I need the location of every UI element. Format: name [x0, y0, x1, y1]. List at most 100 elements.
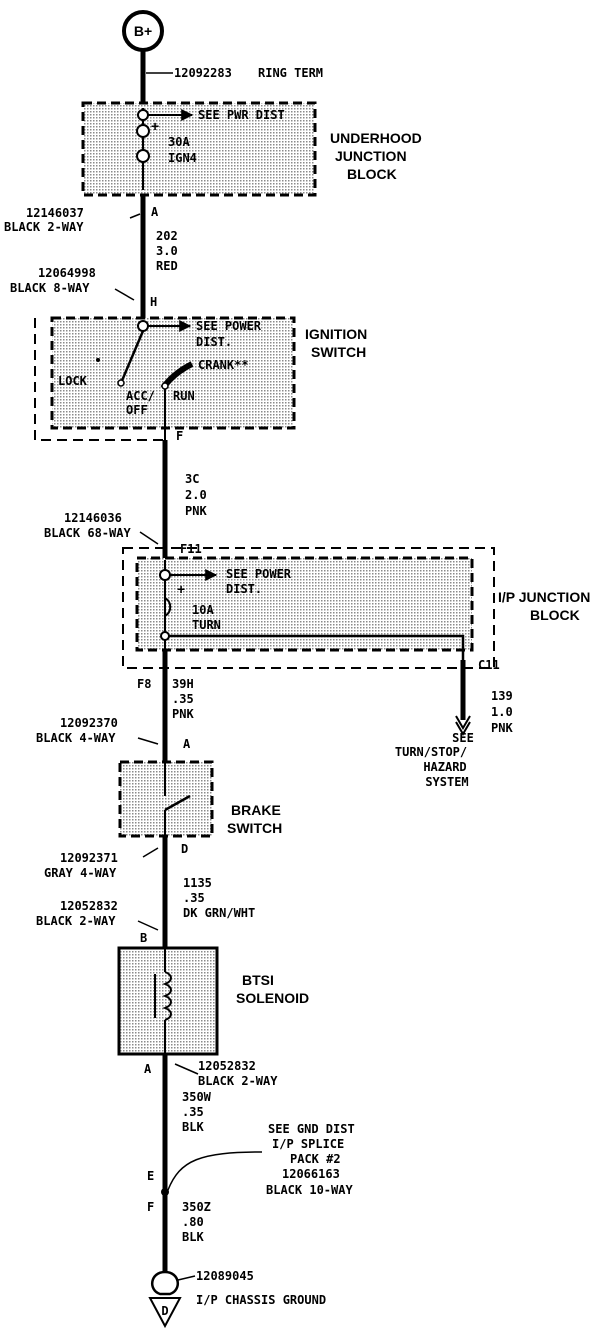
wire-3c-circuit: 3C [185, 472, 199, 486]
wire-350w-color: BLK [182, 1120, 204, 1134]
conn-f11-desc: BLACK 68-WAY [44, 526, 131, 540]
underhood-title-2: JUNCTION [335, 148, 407, 164]
see-turn-1: SEE [452, 731, 474, 745]
conn-b-part: 12052832 [60, 899, 118, 913]
wire-202-circuit: 202 [156, 229, 178, 243]
ip-pin-c11: C11 [478, 658, 500, 672]
wire-39h-color: PNK [172, 707, 194, 721]
wire-139-size: 1.0 [491, 705, 513, 719]
ground-label: I/P CHASSIS GROUND [196, 1293, 326, 1307]
ip-turn-node-icon [160, 631, 170, 641]
wire-3c-size: 2.0 [185, 488, 207, 502]
fuse-30a-icon [136, 124, 150, 138]
see-turn-3: HAZARD [423, 760, 466, 774]
splice-leader [167, 1151, 263, 1191]
ignition-run-label: RUN [173, 389, 195, 403]
ignition-lock-label: LOCK [58, 374, 88, 388]
conn-sol-a-pin: A [144, 1062, 152, 1076]
ip-see-2: DIST. [226, 582, 262, 596]
ip-see-1: SEE POWER [226, 567, 292, 581]
conn-brake-d-part: 12092371 [60, 851, 118, 865]
underhood-junction-block [81, 101, 317, 197]
ignition-title-1: IGNITION [305, 326, 367, 342]
conn-h-leader [114, 288, 135, 301]
wire-350z-color: BLK [182, 1230, 204, 1244]
wire-1135-circuit: 1135 [183, 876, 212, 890]
wire-350z-circuit: 350Z [182, 1200, 211, 1214]
conn-a1-part: 12146037 [26, 206, 84, 220]
underhood-title-1: UNDERHOOD [330, 130, 422, 146]
conn-a1-desc: BLACK 2-WAY [4, 220, 84, 234]
conn-brake-d-leader [142, 847, 159, 858]
conn-h-part: 12064998 [38, 266, 96, 280]
splice-pin-e: E [147, 1169, 154, 1183]
ip-pin-f8: F8 [137, 677, 151, 691]
conn-b-desc: BLACK 2-WAY [36, 914, 116, 928]
ignition-node-icon [137, 320, 149, 332]
wire-350z-size: .80 [182, 1215, 204, 1229]
ignition-switch-arm [119, 330, 145, 384]
wire-202-size: 3.0 [156, 244, 178, 258]
ignition-run-contact-icon [161, 382, 169, 390]
ignition-lock-contact-icon [96, 358, 100, 362]
ground-symbol-letter: D [161, 1304, 168, 1318]
ring-term-label: RING TERM [258, 66, 323, 80]
ignition-acc-label: ACC/ [126, 389, 155, 403]
ground-symbol-icon [148, 1297, 182, 1329]
brake-title-1: BRAKE [231, 802, 281, 818]
ip-node-icon [159, 569, 171, 581]
conn-brake-d-desc: GRAY 4-WAY [44, 866, 117, 880]
see-turn-2: TURN/STOP/ [395, 745, 467, 759]
ip-turn-branch [169, 634, 465, 660]
ignition-crank-label: CRANK** [198, 358, 249, 372]
btsi-title-1: BTSI [242, 972, 274, 988]
ground-part-leader [177, 1275, 196, 1281]
splice-line-2: I/P SPLICE [272, 1137, 344, 1151]
underhood-see-text: SEE PWR DIST [198, 108, 285, 122]
wire-39h-circuit: 39H [172, 677, 194, 691]
conn-b-leader [137, 920, 159, 931]
ip-junction-block [135, 556, 474, 652]
wire-3c-color: PNK [185, 504, 207, 518]
conn-brake-a-pin: A [183, 737, 191, 751]
ring-term-part: 12092283 [174, 66, 232, 80]
wire-139-arrow-icon-2 [455, 721, 471, 736]
underhood-node-icon [137, 109, 149, 121]
ignition-off-label: OFF [126, 403, 148, 417]
ignition-acc-contact-icon [117, 379, 125, 387]
fuse-turn-label: TURN [192, 618, 221, 632]
wire-139-circuit: 139 [491, 689, 513, 703]
splice-line-1: SEE GND DIST [268, 1122, 355, 1136]
ip-title-2: BLOCK [530, 607, 580, 623]
brake-title-2: SWITCH [227, 820, 282, 836]
ignition-see-2: DIST. [196, 335, 232, 349]
underhood-plus-icon: + [151, 118, 159, 134]
wire-139-arrow-icon [455, 715, 471, 730]
wire-350w-size: .35 [182, 1105, 204, 1119]
conn-h-pin: H [150, 295, 157, 309]
conn-sol-a-leader [174, 1063, 199, 1075]
splice-desc: BLACK 10-WAY [266, 1183, 353, 1197]
wire-1135-size: .35 [183, 891, 205, 905]
splice-line-3: PACK #2 [290, 1152, 341, 1166]
btsi-title-2: SOLENOID [236, 990, 309, 1006]
brake-switch-blade [164, 794, 191, 812]
b-plus-label: B+ [134, 23, 152, 39]
ignition-pin-out: F [176, 429, 183, 443]
ground-part: 12089045 [196, 1269, 254, 1283]
wire-139-color: PNK [491, 721, 513, 735]
conn-b-pin: B [140, 931, 147, 945]
fuse-30a-label: 30A [168, 135, 190, 149]
wire-39h-size: .35 [172, 692, 194, 706]
conn-f11-part: 12146036 [64, 511, 122, 525]
conn-h-desc: BLACK 8-WAY [10, 281, 90, 295]
fuse-ign4-label: IGN4 [168, 151, 197, 165]
wire-1135-color: DK GRN/WHT [183, 906, 255, 920]
underhood-title-3: BLOCK [347, 166, 397, 182]
btsi-coil-icon [162, 971, 172, 1021]
conn-brake-a-part: 12092370 [60, 716, 118, 730]
btsi-solenoid-block [117, 946, 219, 1056]
splice-pin-f: F [147, 1200, 154, 1214]
ip-junction-outline [122, 547, 495, 669]
